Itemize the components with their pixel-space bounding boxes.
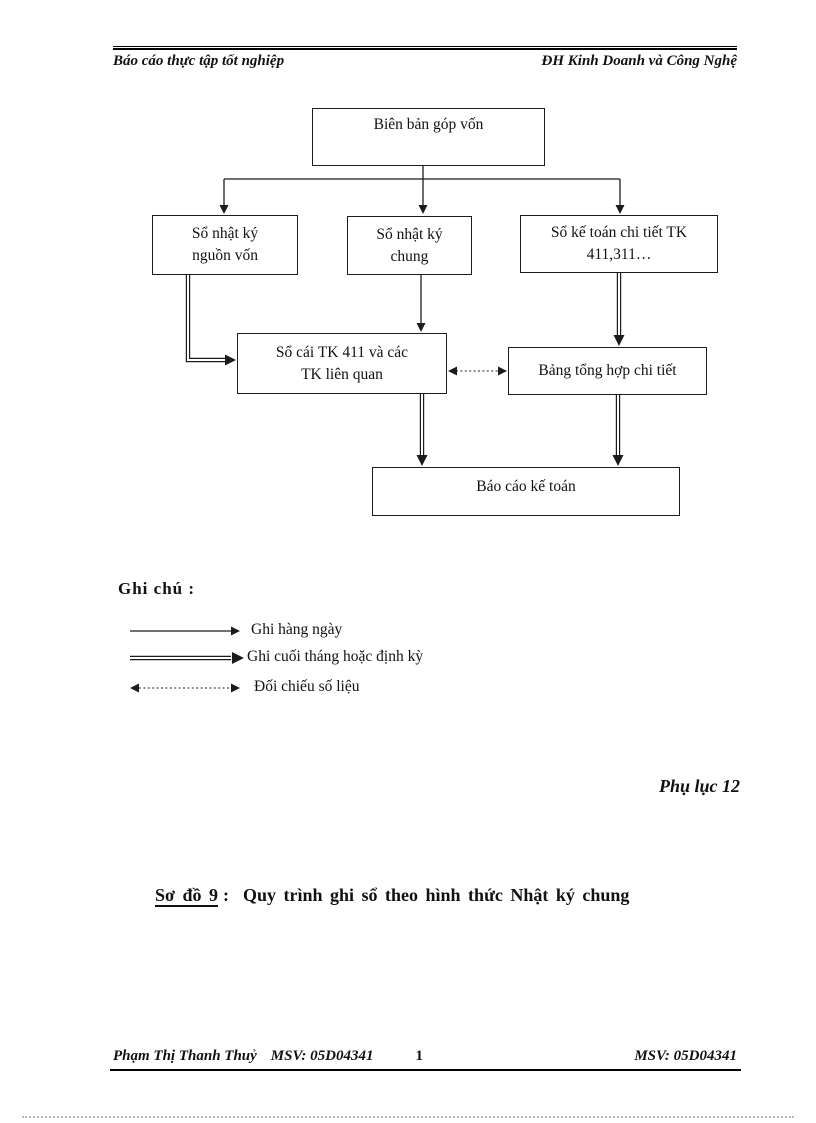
flow-box-bao-cao-ke-toan: Báo cáo kế toán: [372, 467, 680, 516]
legend-dotted-arrow-icon: [130, 683, 240, 693]
flow-box-so-nhat-ky-nguon-von: Sổ nhật ký nguồn vốn: [152, 215, 298, 275]
arrow-socai-to-baocao: [416, 394, 428, 466]
arrow-doichieu-socai-bangtonghop: [448, 366, 507, 376]
page-boundary-dotted-line: [22, 1116, 794, 1118]
box-label: Bảng tổng hợp chi tiết: [538, 362, 677, 379]
box-label-line1: Sổ nhật ký: [191, 225, 259, 242]
box-label-line2: TK liên quan: [301, 365, 383, 383]
caption-number: Sơ đồ 9: [155, 885, 218, 905]
flow-box-so-nhat-ky-chung: Sổ nhật ký chung: [347, 216, 472, 275]
box-label-line2: nguồn vốn: [192, 247, 258, 264]
caption-text: Quy trình ghi sổ theo hình thức Nhật ký …: [243, 885, 630, 905]
box-label-line1: Sổ kế toán chi tiết TK: [550, 224, 688, 241]
box-label-line1: Sổ nhật ký: [376, 225, 443, 243]
header-left-text: Báo cáo thực tập tốt nghiệp: [113, 53, 285, 69]
arrow-bienban-to-row2: [219, 166, 625, 214]
arrow-chung-to-socai: [416, 275, 426, 332]
header-double-rule: [113, 46, 737, 50]
appendix-note: Phụ lục 12: [658, 776, 740, 796]
footer-author: Phạm Thị Thanh Thuỷ: [113, 1048, 257, 1064]
box-label: Biên bản góp vốn: [373, 116, 484, 133]
footer-rule: [110, 1069, 741, 1071]
box-label-line1: Sổ cái TK 411 và các: [275, 343, 409, 361]
flow-box-bien-ban-gop-von: Biên bản góp vốn: [312, 108, 545, 166]
flow-box-so-ke-toan-chi-tiet: Sổ kế toán chi tiết TK 411,311…: [520, 215, 718, 273]
caption-separator: :: [223, 885, 229, 905]
box-label: Báo cáo kế toán: [476, 478, 576, 495]
legend-item-reconcile: Đối chiếu số liệu: [254, 678, 360, 695]
legend-item-monthly: Ghi cuối tháng hoặc định kỳ: [247, 648, 424, 665]
flow-box-bang-tong-hop-chi-tiet: Bảng tổng hợp chi tiết: [508, 347, 707, 395]
legend-item-daily: Ghi hàng ngày: [251, 621, 343, 638]
footer-page-number: 1: [415, 1048, 423, 1064]
box-label-line2: chung: [390, 247, 429, 265]
arrow-bangtonghop-to-baocao: [612, 395, 624, 466]
arrow-chitiet-to-bangtonghop: [613, 273, 625, 346]
footer-msv-right: MSV: 05D04341: [634, 1048, 737, 1064]
header-right-text: ĐH Kinh Doanh và Công Nghệ: [541, 53, 737, 69]
footer-msv-left: MSV: 05D04341: [270, 1048, 374, 1064]
box-label-line2: 411,311…: [586, 246, 652, 263]
legend-double-arrow-icon: [130, 652, 244, 664]
legend-thin-arrow-icon: [130, 626, 240, 636]
diagram-caption: Sơ đồ 9: Quy trình ghi sổ theo hình thức …: [155, 885, 629, 906]
legend-title: Ghi chú :: [118, 579, 196, 598]
arrow-nguonvon-to-socai: [185, 275, 236, 366]
flow-box-so-cai-tk-411: Sổ cái TK 411 và các TK liên quan: [237, 333, 447, 394]
page-footer: Phạm Thị Thanh Thuỷ MSV: 05D04341 1 MSV:…: [113, 1048, 737, 1065]
page-header: Báo cáo thực tập tốt nghiệp ĐH Kinh Doan…: [113, 53, 737, 70]
